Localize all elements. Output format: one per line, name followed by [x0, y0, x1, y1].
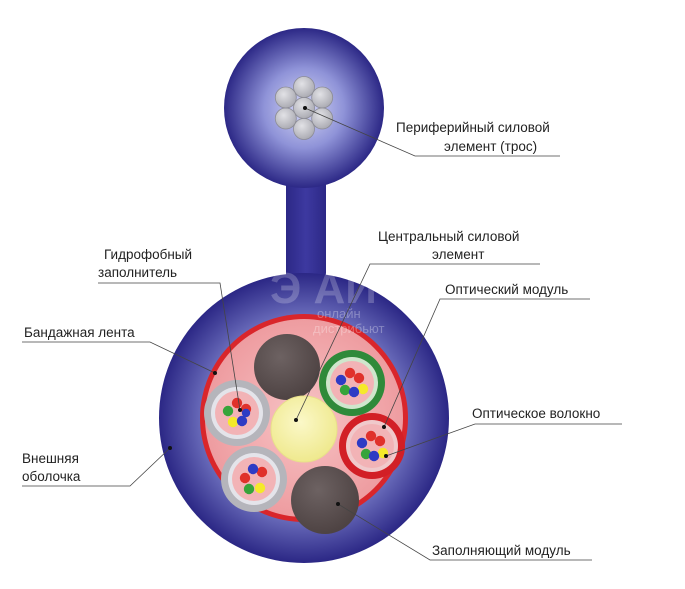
fiber-yellow	[227, 416, 239, 428]
leader-dot	[294, 418, 298, 422]
fiber-red	[344, 367, 356, 379]
steel-wire	[293, 76, 315, 98]
peripheral-strength-element	[274, 76, 334, 140]
steel-wire	[274, 107, 297, 130]
fiber-yellow	[254, 482, 266, 494]
label-outer-sheath: Внешняя	[22, 451, 79, 466]
optical-module-gray-2	[221, 446, 287, 512]
label-central-strength-element: Центральный силовой	[378, 229, 519, 244]
steel-wire	[293, 118, 315, 140]
cable-core	[159, 273, 449, 563]
fiber-red	[239, 472, 251, 484]
filler-module	[291, 466, 359, 534]
filler-module	[254, 334, 320, 400]
fiber-red	[353, 372, 365, 384]
fiber-blue	[241, 408, 251, 418]
steel-wire	[274, 86, 297, 109]
optical-module-red	[339, 413, 405, 479]
leader-dot	[213, 371, 217, 375]
optical-module-gray-1	[204, 380, 270, 446]
leader-peripheral	[304, 107, 560, 157]
label-optical-module: Оптический модуль	[445, 282, 568, 297]
watermark-line2: дистрибьют	[313, 321, 384, 336]
fiber-red	[374, 435, 386, 447]
leader-binding-tape	[22, 341, 216, 374]
fiber-blue	[247, 463, 259, 475]
leader-dot	[382, 425, 386, 429]
labels: Периферийный силовой элемент (трос) Цент…	[22, 120, 600, 558]
leader-optical-fiber	[385, 423, 622, 457]
label-filler-module: Заполняющий модуль	[432, 543, 571, 558]
fiber-blue	[368, 450, 380, 462]
leader-filler-module	[337, 503, 592, 561]
fiber-blue	[356, 437, 368, 449]
fiber-blue	[335, 374, 347, 386]
label-outer-sheath-2: оболочка	[22, 469, 81, 484]
fiber-green	[339, 384, 351, 396]
label-optical-fiber: Оптическое волокно	[472, 406, 600, 421]
leader-central	[295, 263, 540, 421]
label-hydrophobic-filler: Гидрофобный	[104, 247, 192, 262]
fiber-red	[365, 430, 377, 442]
leader-dot	[303, 106, 307, 110]
fiber-green	[243, 483, 255, 495]
leader-lines	[22, 106, 622, 561]
label-binding-tape: Бандажная лента	[24, 325, 135, 340]
label-peripheral-strength-element: Периферийный силовой	[396, 120, 550, 135]
leader-hydrophobic	[98, 282, 241, 411]
fiber-green	[222, 405, 234, 417]
leader-outer-sheath	[22, 447, 171, 487]
leader-dot	[168, 446, 172, 450]
fiber-red	[256, 466, 268, 478]
label-hydrophobic-filler-2: заполнитель	[98, 265, 177, 280]
optical-module-green	[319, 350, 385, 416]
fiber-blue	[348, 386, 360, 398]
fiber-red	[231, 397, 243, 409]
fiber-green	[360, 448, 372, 460]
leader-dot	[238, 408, 242, 412]
fiber-yellow	[357, 383, 369, 395]
watermark-line1: онлайн	[317, 306, 361, 321]
label-peripheral-strength-element-2: элемент (трос)	[444, 139, 537, 154]
central-strength-element	[270, 395, 338, 463]
leader-dot	[336, 502, 340, 506]
leader-dot	[384, 454, 388, 458]
leader-optical-module	[383, 298, 590, 428]
label-central-strength-element-2: элемент	[432, 247, 484, 262]
fiber-blue	[236, 415, 248, 427]
steel-wire	[311, 86, 334, 109]
